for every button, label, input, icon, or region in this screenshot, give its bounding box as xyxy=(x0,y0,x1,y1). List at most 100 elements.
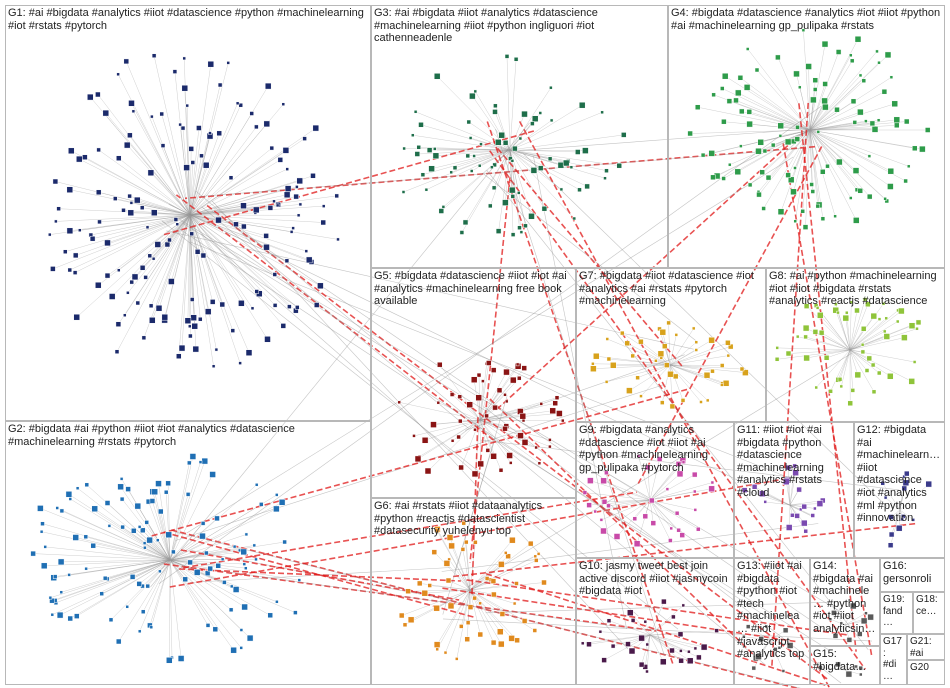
edge xyxy=(461,149,511,233)
group-g4[interactable]: G4: #bigdata #datascience #analytics #io… xyxy=(668,5,945,268)
edge xyxy=(150,214,191,306)
node xyxy=(823,355,830,361)
edge xyxy=(137,199,191,216)
node xyxy=(226,61,230,65)
inter-group-edge xyxy=(179,219,856,621)
edge xyxy=(809,129,820,205)
node xyxy=(742,634,746,639)
group-label-g1: G1: #ai #bigdata #analytics #iiot #datas… xyxy=(8,7,367,32)
group-g12[interactable]: G12: #bigdata #ai #machinelearn… #iiot #… xyxy=(854,422,945,558)
node xyxy=(835,49,842,55)
group-g9[interactable]: G9: #bigdata #analytics #datascience #io… xyxy=(576,422,734,558)
group-g10[interactable]: G10: jasmy tweet best join active discor… xyxy=(576,558,734,685)
node xyxy=(149,498,156,504)
edge xyxy=(649,616,674,636)
inter-group-edge xyxy=(485,601,830,614)
edge xyxy=(189,214,284,327)
node xyxy=(287,304,292,309)
node xyxy=(858,665,863,671)
node xyxy=(254,124,259,130)
edge xyxy=(446,563,471,591)
node xyxy=(590,365,597,372)
node xyxy=(484,413,489,419)
node xyxy=(778,134,783,138)
node xyxy=(893,116,901,124)
edge xyxy=(40,508,171,561)
node xyxy=(123,141,131,149)
node xyxy=(240,202,247,209)
node xyxy=(803,334,808,340)
node xyxy=(67,615,73,622)
node xyxy=(657,350,665,358)
node xyxy=(158,508,164,515)
edge xyxy=(169,559,245,608)
group-g11[interactable]: G11: #iiot #iot #ai #bigdata #python #da… xyxy=(734,422,854,558)
group-g19[interactable]: G19: fand… xyxy=(880,592,913,634)
node xyxy=(530,167,538,174)
group-g3[interactable]: G3: #ai #bigdata #iiot #analytics #datas… xyxy=(371,5,668,268)
node xyxy=(495,228,502,234)
group-g7[interactable]: G7: #bigdata #iiot #datascience #iot #an… xyxy=(576,268,766,422)
node xyxy=(795,125,800,130)
group-g20[interactable]: G20 xyxy=(907,660,945,685)
group-g13[interactable]: G13: #iiot #ai #bigdata #python #iot #te… xyxy=(734,558,810,685)
node xyxy=(582,147,589,154)
node xyxy=(864,368,870,373)
node xyxy=(490,367,497,373)
node xyxy=(643,619,648,624)
edge xyxy=(509,149,545,209)
node xyxy=(751,665,757,671)
group-g18[interactable]: G18: ce… xyxy=(913,592,945,634)
edge xyxy=(849,321,898,351)
edge xyxy=(607,338,671,366)
edge xyxy=(809,129,828,167)
group-g1[interactable]: G1: #ai #bigdata #analytics #iiot #datas… xyxy=(5,5,371,421)
node xyxy=(129,574,136,580)
edge xyxy=(69,559,171,576)
node xyxy=(146,536,153,544)
edge xyxy=(422,149,511,175)
edge xyxy=(606,364,671,383)
edge xyxy=(158,483,171,561)
edge xyxy=(117,74,191,216)
node xyxy=(816,130,821,134)
edge xyxy=(649,488,712,501)
group-g21[interactable]: G21: #ai xyxy=(907,634,945,660)
group-label-g2: G2: #bigdata #ai #python #iiot #iot #ana… xyxy=(8,423,298,448)
group-g17[interactable]: G17: #di… xyxy=(880,634,907,685)
edge xyxy=(399,402,481,421)
node xyxy=(334,193,339,199)
edge xyxy=(669,342,728,366)
group-g8[interactable]: G8: #ai #python #machinelearning #iot #i… xyxy=(766,268,945,422)
node xyxy=(912,145,918,152)
edge xyxy=(891,509,901,535)
edge xyxy=(55,559,171,603)
edge xyxy=(152,214,191,321)
group-g14[interactable]: G14: #bigdata #ai #machinele… #python #i… xyxy=(810,558,880,646)
node xyxy=(700,643,708,651)
group-g5[interactable]: G5: #bigdata #datascience #iiot #iot #ai… xyxy=(371,268,576,498)
edge xyxy=(469,589,518,641)
node xyxy=(215,563,221,569)
node xyxy=(131,273,139,281)
edge xyxy=(169,559,245,565)
node xyxy=(915,319,922,326)
edge xyxy=(809,129,915,149)
node xyxy=(242,562,247,566)
node xyxy=(881,301,886,306)
edge xyxy=(479,419,550,441)
node xyxy=(411,133,415,137)
node xyxy=(691,471,698,478)
node xyxy=(168,278,175,285)
group-g15[interactable]: G15: #bigdata… xyxy=(810,646,880,685)
edge xyxy=(809,129,857,221)
node xyxy=(818,329,825,336)
node xyxy=(735,89,742,97)
group-g6[interactable]: G6: #ai #rstats #iiot #dataanalytics #py… xyxy=(371,498,576,685)
node xyxy=(204,308,212,315)
node xyxy=(161,313,169,321)
group-g2[interactable]: G2: #bigdata #ai #python #iiot #iot #ana… xyxy=(5,421,371,685)
edge xyxy=(189,214,217,350)
edge xyxy=(795,129,811,222)
group-g16[interactable]: G16: gersonroli… xyxy=(880,558,945,592)
